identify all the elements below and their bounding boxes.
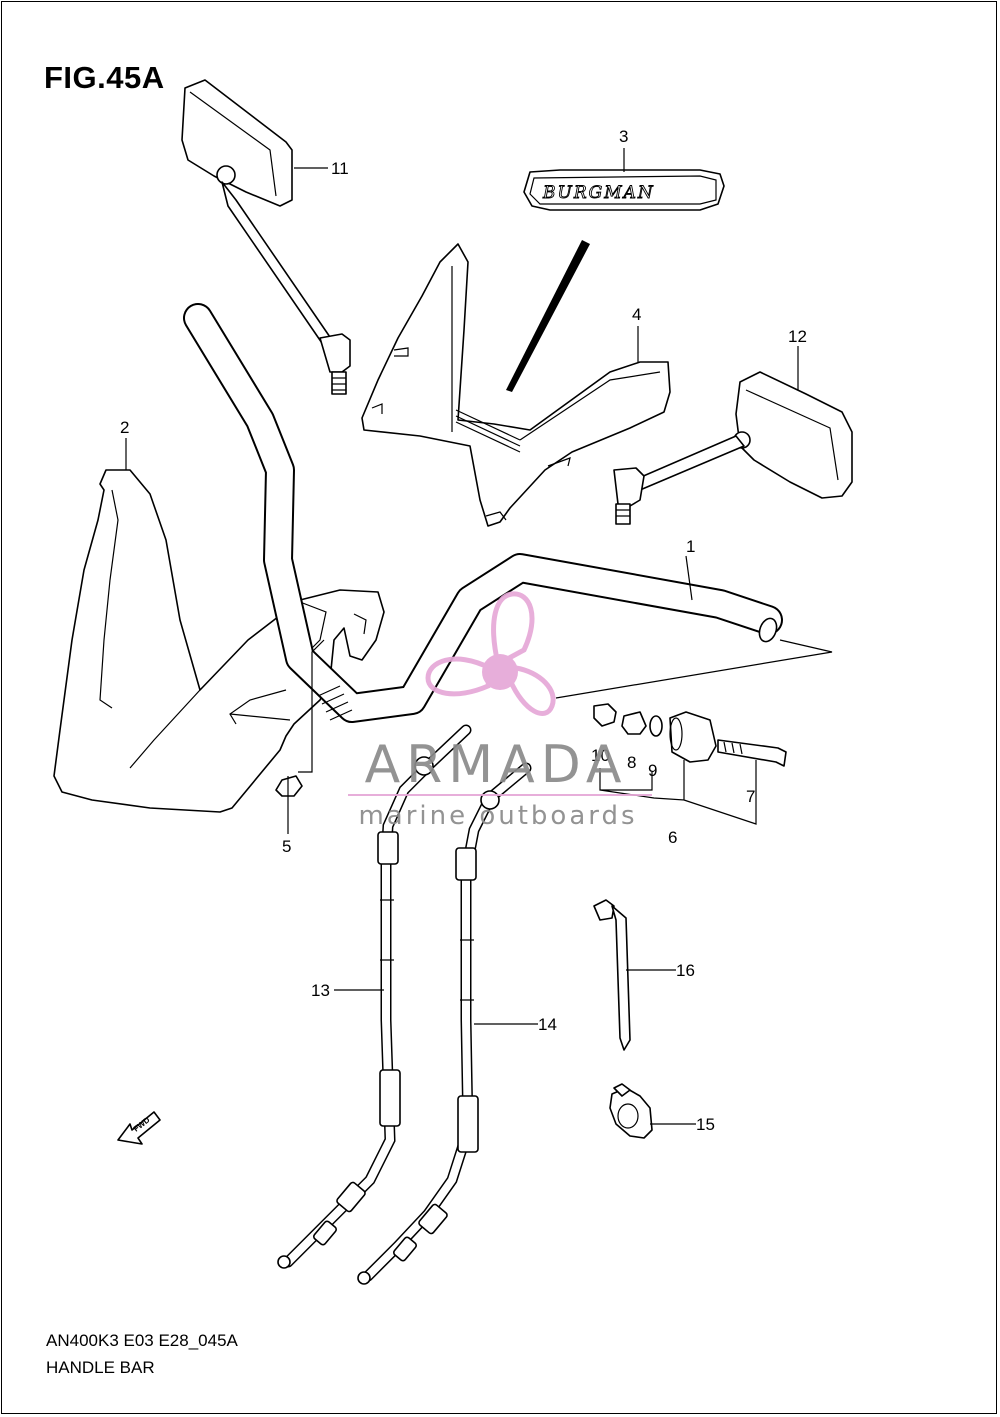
- callout-10: 10: [591, 746, 610, 765]
- callout-3: 3: [619, 127, 628, 146]
- pointer-wedge: [506, 240, 590, 392]
- part-3-emblem[interactable]: BURGMAN: [523, 169, 725, 211]
- emblem-text: BURGMAN: [542, 183, 655, 203]
- part-6-balancer[interactable]: [669, 711, 717, 763]
- figure-title: FIG.45A: [44, 60, 165, 95]
- callout-8: 8: [627, 753, 636, 772]
- section-name: HANDLE BAR: [46, 1358, 155, 1377]
- callout-16: 16: [676, 961, 695, 980]
- part-7-screw[interactable]: [717, 739, 787, 767]
- watermark: ARMADA marine outboards: [348, 591, 652, 831]
- part-10-nut[interactable]: [593, 703, 617, 727]
- callout-14: 14: [538, 1015, 557, 1034]
- callout-1: 1: [686, 537, 695, 556]
- propeller-logo: [425, 591, 556, 716]
- part-12-right-mirror[interactable]: [613, 371, 853, 525]
- watermark-tagline: marine outboards: [358, 801, 637, 831]
- part-16-clamp[interactable]: [593, 899, 631, 1051]
- part-1-handlebar[interactable]: [183, 303, 833, 723]
- callout-4: 4: [632, 305, 641, 324]
- part-4-upper-cover[interactable]: [361, 243, 671, 527]
- part-8-collar[interactable]: [621, 711, 647, 735]
- model-code: AN400K3 E03 E28_045A: [46, 1331, 238, 1350]
- callout-labels: 1 2 3 4 5 6 7 8 9 10 11 12 13 14 15 16: [120, 127, 807, 1134]
- watermark-brand: ARMADA: [365, 735, 628, 795]
- part-13-throttle-cable[interactable]: [277, 724, 472, 1269]
- part-9-washer[interactable]: [649, 715, 663, 737]
- part-14-throttle-cable[interactable]: [357, 762, 532, 1285]
- leader-lines: [125, 148, 799, 1125]
- part-11-left-mirror[interactable]: [181, 79, 351, 395]
- callout-13: 13: [311, 981, 330, 1000]
- callout-11: 11: [331, 159, 349, 178]
- callout-9: 9: [648, 761, 657, 780]
- callout-15: 15: [696, 1115, 715, 1134]
- part-2-lower-cover[interactable]: [53, 469, 385, 813]
- callout-6: 6: [668, 828, 677, 847]
- fwd-arrow: FWD: [117, 1111, 161, 1145]
- callout-2: 2: [120, 418, 129, 437]
- callout-12: 12: [788, 327, 807, 346]
- callout-7: 7: [746, 787, 755, 806]
- propeller-hub: [482, 654, 518, 690]
- part-5-fastener[interactable]: [275, 775, 303, 797]
- part-15-holder[interactable]: [609, 1083, 653, 1139]
- callout-5: 5: [282, 837, 291, 856]
